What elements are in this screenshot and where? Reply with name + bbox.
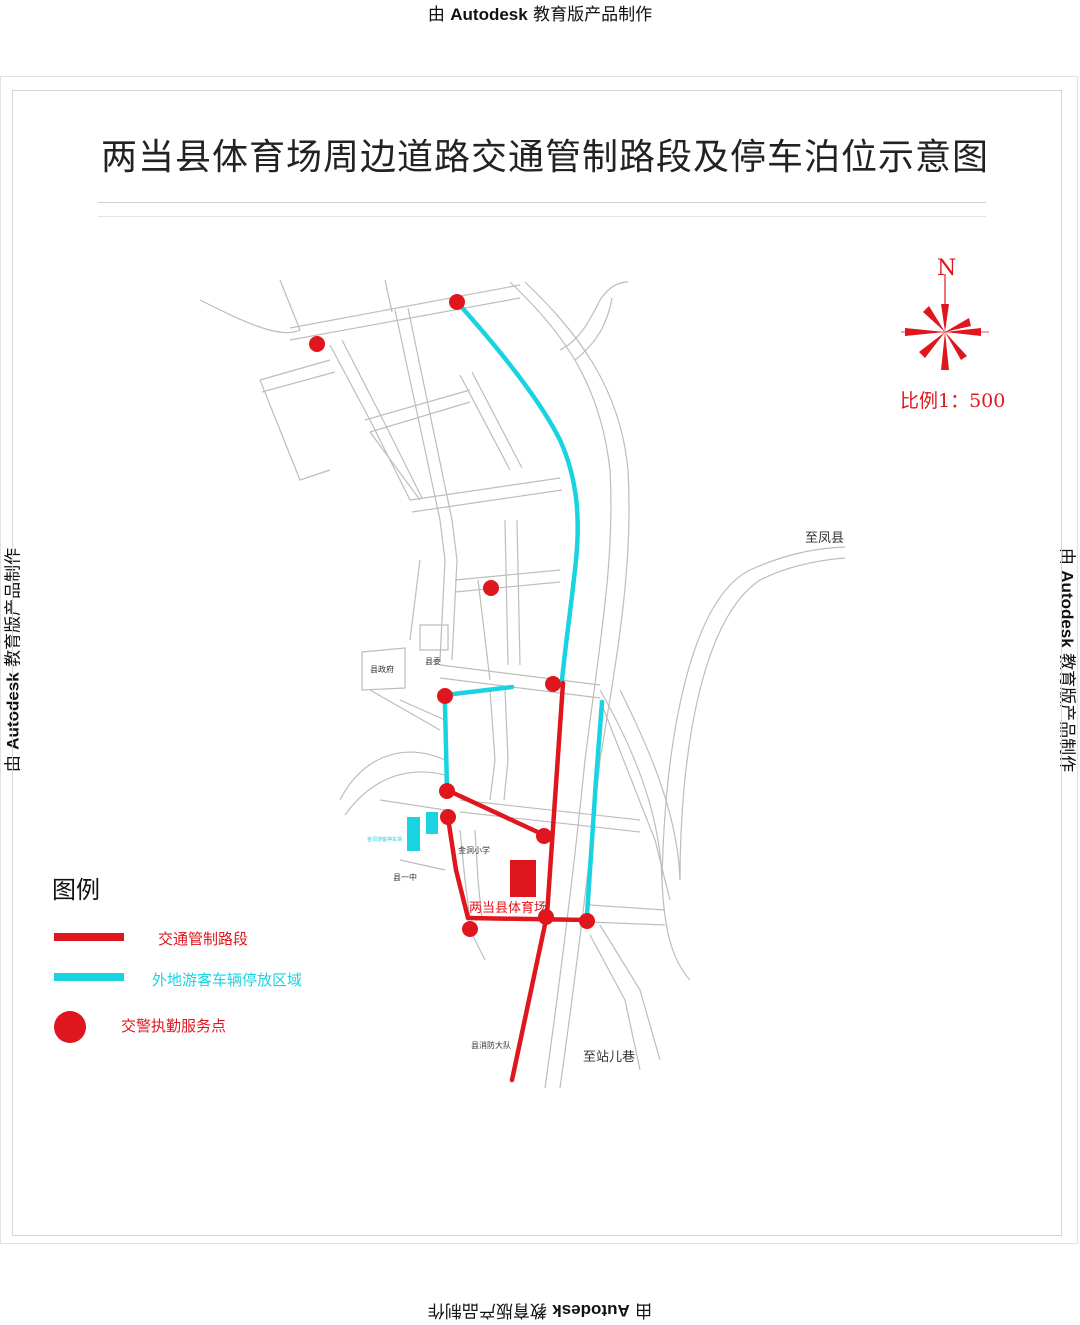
stadium-block: [510, 860, 536, 897]
police-point: [449, 294, 465, 310]
place-stadium: 两当县体育场: [469, 897, 547, 916]
control-route-south: [468, 918, 587, 920]
legend-label-parking: 外地游客车辆停放区域: [152, 969, 302, 990]
place-parking-note: 金洞游客停车场: [367, 836, 402, 843]
scale-label: 比例1：500: [900, 386, 1005, 413]
parking-lot-1: [407, 817, 420, 851]
legend-symbol-parking: [54, 973, 124, 981]
legend-label-police: 交警执勤服务点: [121, 1015, 226, 1036]
control-route-west: [448, 818, 468, 918]
road-network: [200, 280, 845, 1088]
place-county-gov: 县政府: [370, 664, 394, 675]
place-no1-middle: 县一中: [393, 872, 417, 883]
place-jintong-school: 金洞小学: [458, 845, 490, 856]
parking-lot-2: [426, 812, 438, 834]
place-zhanerxiang: 至站儿巷: [583, 1046, 635, 1065]
legend-symbol-control: [54, 933, 124, 941]
police-point: [437, 688, 453, 704]
compass-rose: [901, 274, 989, 370]
compass-north-label: N: [937, 256, 956, 281]
legend-symbols: [54, 933, 124, 1043]
police-point: [483, 580, 499, 596]
legend-symbol-police: [54, 1011, 86, 1043]
legend-label-control: 交通管制路段: [158, 928, 248, 949]
parking-route-right: [587, 702, 602, 915]
place-fengxian: 至凤县: [805, 527, 844, 546]
police-point: [579, 913, 595, 929]
police-point: [439, 783, 455, 799]
police-point: [309, 336, 325, 352]
police-point: [545, 676, 561, 692]
police-point: [536, 828, 552, 844]
police-point: [462, 921, 478, 937]
legend-title: 图例: [52, 870, 100, 905]
parking-lots: [407, 812, 438, 851]
place-county-committee: 县委: [425, 656, 441, 667]
parking-route-upper-left: [445, 687, 512, 695]
place-fire-brigade: 县消防大队: [471, 1040, 511, 1051]
police-point: [440, 809, 456, 825]
parking-route-left: [445, 705, 447, 790]
